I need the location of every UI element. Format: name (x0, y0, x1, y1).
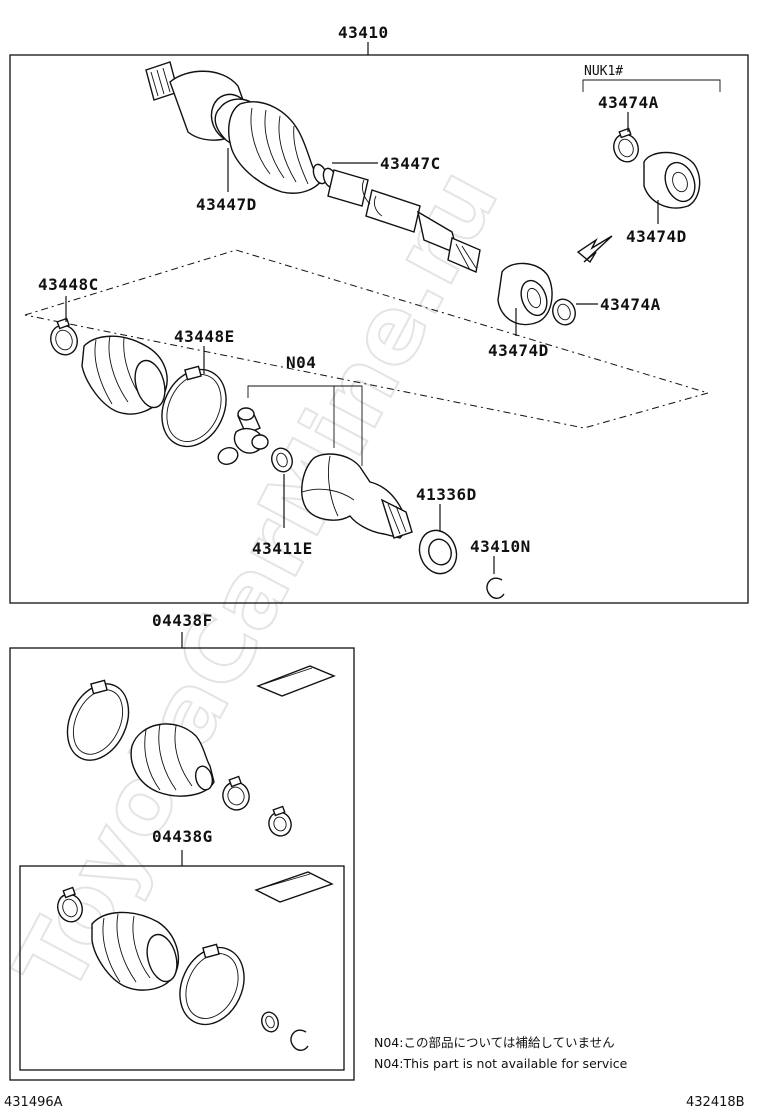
label-hole-snap-ring[interactable]: 43410N (470, 537, 531, 556)
label-tripod-group[interactable]: N04 (286, 353, 316, 372)
assembly-frame (9, 54, 749, 604)
direction-arrow (576, 235, 613, 264)
outer-boot[interactable] (228, 101, 339, 194)
note-english: N04:This part is not available for servi… (374, 1056, 628, 1071)
kit-g-small-clamp[interactable] (54, 886, 86, 925)
damper-clamp-mid[interactable] (549, 296, 579, 328)
dust-deflector[interactable] (414, 525, 463, 579)
label-outer-boot-clamp[interactable]: 43447C (380, 154, 441, 173)
kit-f-grease-pack[interactable] (256, 665, 336, 697)
kit-f-large-clamp[interactable] (56, 674, 141, 770)
inner-joint-dashed-group (24, 249, 710, 429)
damper-mid[interactable] (497, 262, 553, 326)
label-dust-deflector[interactable]: 41336D (416, 485, 477, 504)
inner-boot-clamp-small[interactable] (47, 317, 82, 358)
label-damper-mid[interactable]: 43474D (488, 341, 549, 360)
inner-boot-clamp-large[interactable] (150, 359, 238, 457)
label-damper-clamp-mid[interactable]: 43474A (600, 295, 661, 314)
label-inner-boot-kit[interactable]: 04438G (152, 827, 213, 846)
inner-joint-housing[interactable] (301, 453, 413, 539)
label-damper-clamp-top[interactable]: 43474A (598, 93, 659, 112)
drive-shaft-bar[interactable] (327, 169, 481, 273)
footer-left-code: 431496A (4, 1095, 63, 1110)
kit-g-boot[interactable] (91, 911, 182, 991)
label-outer-boot-kit[interactable]: 04438F (152, 611, 213, 630)
kit-g-snap-ring[interactable] (259, 1010, 281, 1034)
kit-g-grease-pack[interactable] (254, 871, 334, 903)
label-snap-ring[interactable]: 43411E (252, 539, 313, 558)
label-damper-top[interactable]: 43474D (626, 227, 687, 246)
footer-right-code: 432418B (686, 1095, 745, 1110)
label-inner-boot-clamp-large[interactable]: 43448E (174, 327, 235, 346)
tripod-joint[interactable] (216, 407, 269, 467)
damper-clamp-top[interactable] (610, 127, 642, 165)
label-inner-boot-clamp-small[interactable]: 43448C (38, 275, 99, 294)
damper-top[interactable] (643, 151, 701, 209)
kit-f-boot[interactable] (130, 723, 215, 797)
note-japanese: N04:この部品については補給していません (374, 1035, 615, 1050)
kit-f-clamp-mid[interactable] (219, 775, 253, 813)
snap-ring[interactable] (268, 445, 295, 474)
label-nuk-group: NUK1# (584, 64, 623, 79)
label-outer-boot[interactable]: 43447D (196, 195, 257, 214)
inner-boot[interactable] (81, 335, 170, 415)
label-assembly[interactable]: 43410 (338, 23, 389, 42)
kit-g-large-clamp[interactable] (168, 937, 256, 1035)
kit-f-clamp-small[interactable] (266, 805, 295, 839)
hole-snap-ring[interactable] (486, 577, 505, 599)
kit-g-hole-snap-ring[interactable] (290, 1029, 309, 1051)
